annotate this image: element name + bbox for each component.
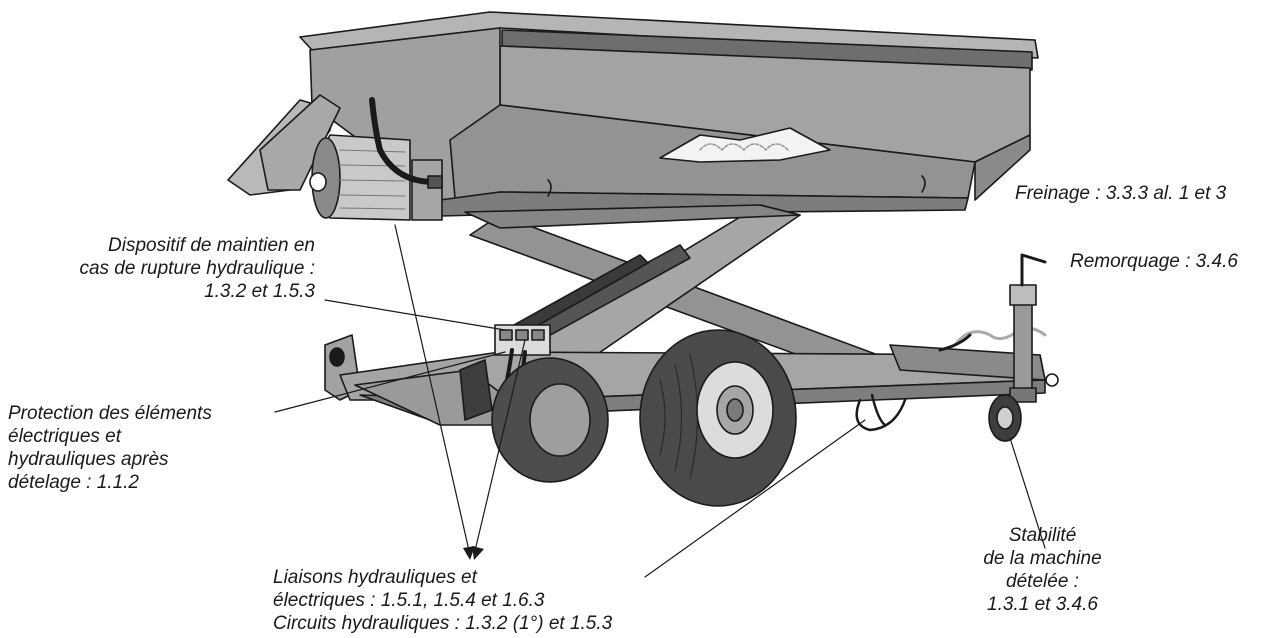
hydraulic-hose-upper [369,97,433,185]
wheel-icon [639,329,797,507]
label-line: hydrauliques après [8,449,169,470]
label-line: dételée : [1006,571,1079,592]
leader-liaison-b [473,339,526,556]
label-line: Stabilité [1008,525,1077,546]
scissor-upper-frame [464,204,801,229]
label-line: Dispositif de maintien en [108,235,315,256]
label-line: électriques et [8,426,122,447]
label-line: de la machine [983,548,1102,569]
hose-coil-2 [938,333,972,352]
wheel-icon [491,357,609,483]
leader-circuits [644,419,866,578]
label-maintien: Dispositif de maintien en cas de rupture… [79,234,315,303]
hopper-rim-bar [501,29,1033,71]
label-line: Circuits hydrauliques : 1.3.2 (1°) et 1.… [273,613,613,634]
hopper-latch-left [547,179,552,197]
label-freinage: Freinage : 3.3.3 al. 1 et 3 [1015,182,1226,205]
jockey-wheel-icon [988,253,1047,442]
label-line: 1.3.2 et 1.5.3 [204,281,315,302]
hose-fitting [427,175,443,189]
hitch-ring [1045,373,1059,387]
hopper-content [659,127,831,163]
chassis-hole [329,347,345,367]
leader-arrowheads [463,546,484,560]
label-remorquage: Remorquage : 3.4.6 [1070,250,1238,273]
hose-icon [855,393,907,432]
label-line: Protection des éléments [8,403,212,424]
hopper-bracket [411,159,443,221]
hopper-right-side [974,134,1031,201]
label-freinage-text: Freinage : 3.3.3 al. 1 et 3 [1015,183,1227,204]
hopper-latch-right [921,175,926,193]
label-liaisons: Liaisons hydrauliques et électriques : 1… [273,566,612,635]
spinner-ribs [336,149,406,210]
label-line: dételage : 1.1.2 [8,472,139,493]
label-line: électriques : 1.5.1, 1.5.4 et 1.6.3 [273,590,545,611]
leader-protection [274,351,506,413]
label-stabilite: Stabilité de la machine dételée : 1.3.1 … [955,524,1130,616]
leader-stabilite [1009,437,1046,549]
leader-lines [274,224,1046,578]
grain-bags [699,143,789,151]
label-line: cas de rupture hydraulique : [79,258,315,279]
label-line: Liaisons hydrauliques et [273,567,477,588]
label-remorquage-text: Remorquage : 3.4.6 [1070,251,1238,272]
chassis-tongue [889,344,1046,381]
label-line: 1.3.1 et 3.4.6 [987,594,1098,615]
leader-liaison-a [394,224,471,556]
spinner-light [309,172,327,192]
label-protection: Protection des éléments électriques et h… [8,402,212,494]
